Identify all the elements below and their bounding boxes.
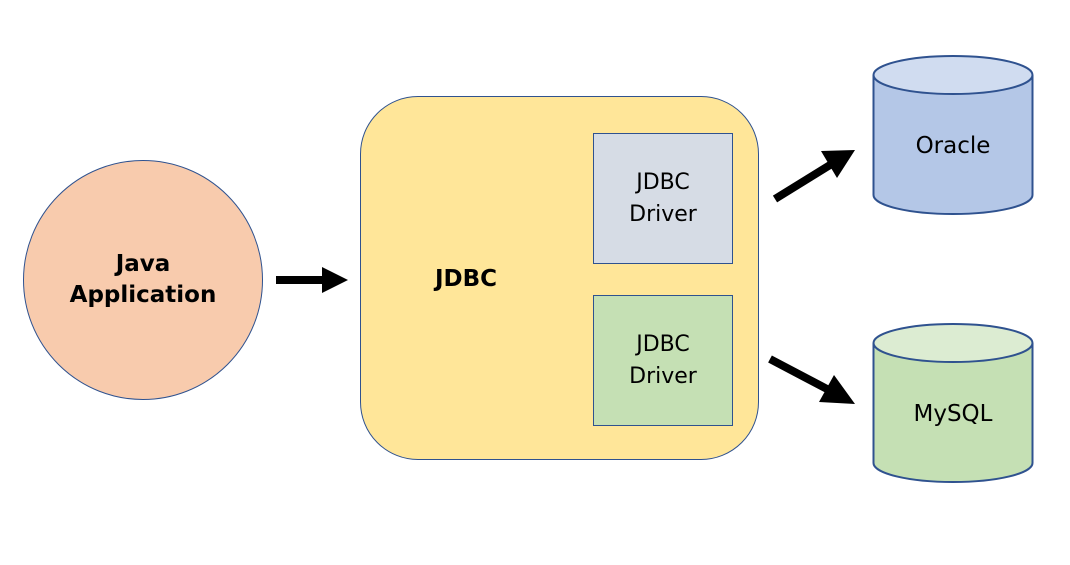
arrow-java-to-jdbc xyxy=(276,267,348,293)
arrow-jdbc-to-mysql xyxy=(768,355,855,404)
database-cylinder-icon xyxy=(872,55,1034,215)
oracle-database: Oracle xyxy=(872,55,1034,215)
mysql-database: MySQL xyxy=(872,323,1034,483)
mysql-label: MySQL xyxy=(913,401,993,427)
java-application-node: Java Application xyxy=(23,160,263,400)
jdbc-driver-mysql: JDBC Driver xyxy=(593,295,733,426)
jdbc-driver-label: JDBC Driver xyxy=(629,169,697,227)
oracle-label: Oracle xyxy=(915,133,991,159)
jdbc-label: JDBC xyxy=(434,266,498,292)
java-application-label: Java Application xyxy=(69,251,217,308)
jdbc-driver-oracle: JDBC Driver xyxy=(593,133,733,264)
jdbc-driver-label: JDBC Driver xyxy=(629,331,697,389)
arrow-jdbc-to-oracle xyxy=(772,150,855,203)
database-cylinder-icon xyxy=(872,323,1034,483)
